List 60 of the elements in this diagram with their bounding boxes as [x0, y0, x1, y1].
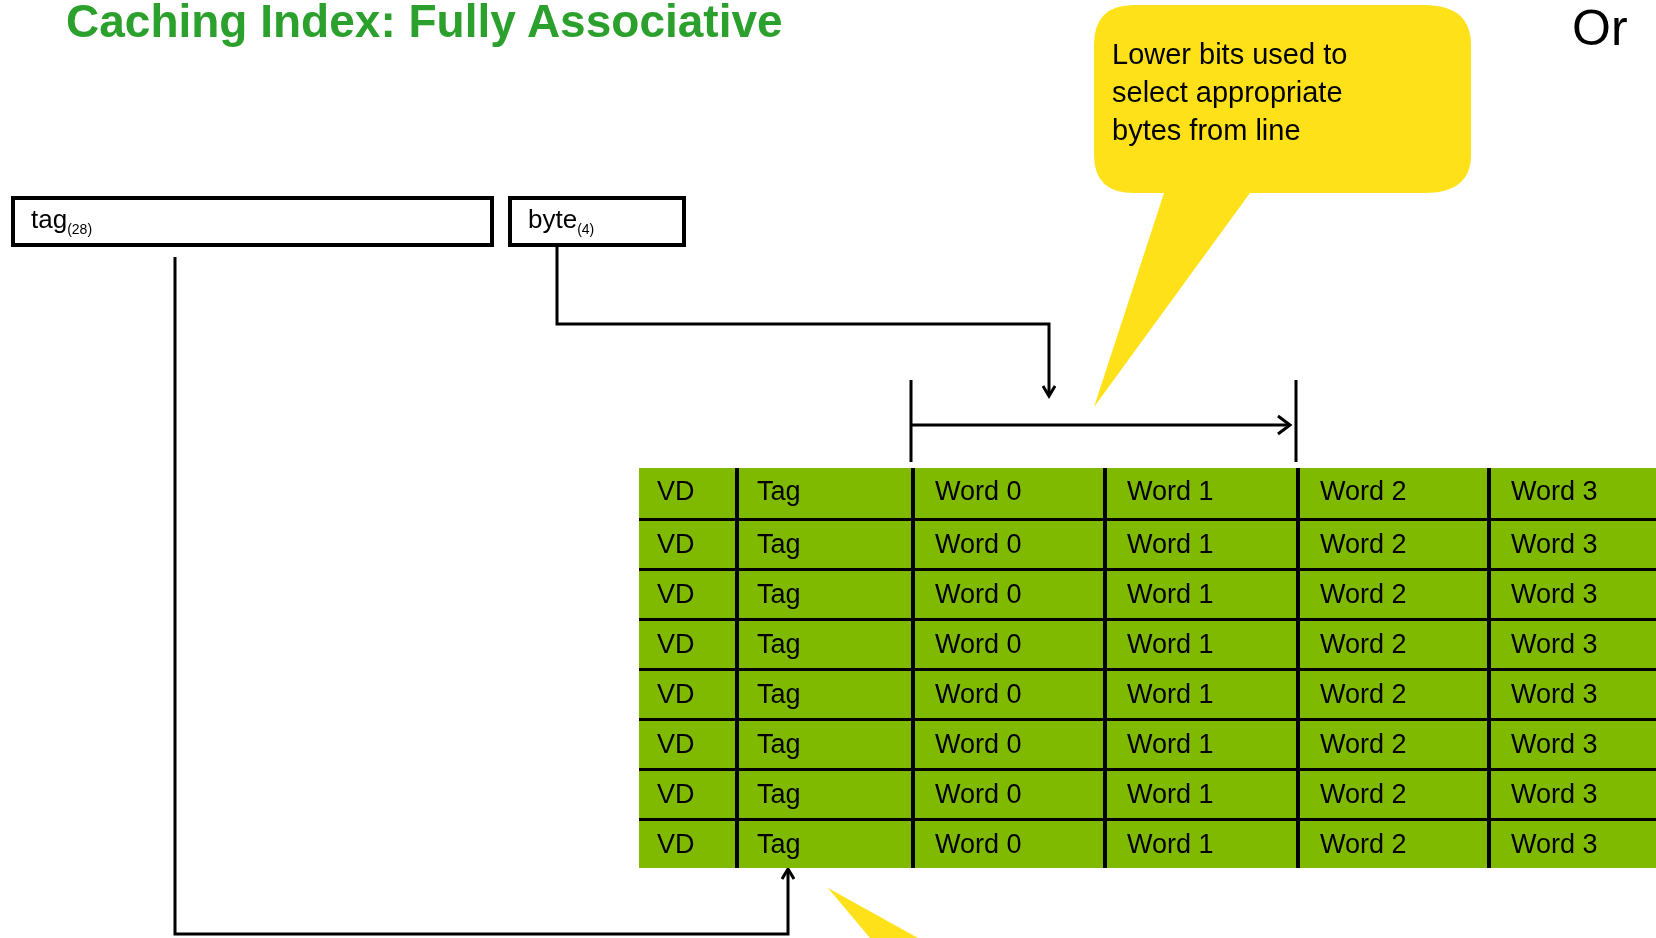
- table-cell: Word 3: [1487, 818, 1656, 868]
- table-cell: Word 2: [1296, 818, 1487, 868]
- slide-text: Or: [1572, 0, 1628, 56]
- table-cell: Word 2: [1296, 668, 1487, 718]
- table-cell: Word 2: [1296, 518, 1487, 568]
- table-cell: Tag: [735, 818, 911, 868]
- arrow: [555, 247, 1057, 398]
- table-cell: Tag: [735, 668, 911, 718]
- table-cell: VD: [639, 818, 735, 868]
- table-cell: Word 2: [1296, 468, 1487, 518]
- table-cell: Word 2: [1296, 718, 1487, 768]
- table-cell: Word 2: [1296, 618, 1487, 668]
- table-cell: VD: [639, 768, 735, 818]
- table-cell: Word 2: [1296, 568, 1487, 618]
- table-cell: VD: [639, 718, 735, 768]
- table-cell: VD: [639, 568, 735, 618]
- table-cell: Tag: [735, 568, 911, 618]
- table-cell: Word 3: [1487, 568, 1656, 618]
- table-cell: Tag: [735, 718, 911, 768]
- table-cell: Word 1: [1103, 718, 1296, 768]
- table-cell: Word 1: [1103, 518, 1296, 568]
- table-cell: Word 2: [1296, 768, 1487, 818]
- field-label: tag$_{(28)}$: [31, 204, 93, 238]
- table-cell: Word 3: [1487, 518, 1656, 568]
- table-cell-text: VD: [656, 475, 696, 508]
- field-box: [508, 196, 686, 247]
- table-cell: Tag: [735, 618, 911, 668]
- table-cell: Word 3: [1487, 468, 1656, 518]
- table-cell: VD: [639, 618, 735, 668]
- table-cell: Word 1: [1103, 768, 1296, 818]
- callout-text: Lower bits used to select appropriate bytes from line: [1112, 37, 1349, 148]
- cache-table: [639, 468, 1656, 868]
- speech-bubble-tail: [828, 888, 918, 938]
- table-cell: Tag: [735, 768, 911, 818]
- table-cell: Word 1: [1103, 618, 1296, 668]
- table-cell: Word 3: [1487, 718, 1656, 768]
- table-cell: Word 0: [911, 468, 1103, 518]
- table-cell: Word 1: [1103, 568, 1296, 618]
- table-cell: Word 1: [1103, 818, 1296, 868]
- table-cell: Word 0: [911, 818, 1103, 868]
- table-cell: Tag: [735, 468, 911, 518]
- table-cell: Word 1: [1103, 468, 1296, 518]
- table-cell: Word 0: [911, 518, 1103, 568]
- table-cell: Word 3: [1487, 618, 1656, 668]
- table-cell: VD: [639, 668, 735, 718]
- table-cell: Word 0: [911, 768, 1103, 818]
- table-cell: Word 1: [1103, 668, 1296, 718]
- table-cell: Word 0: [911, 568, 1103, 618]
- speech-bubble: [1094, 5, 1471, 407]
- slide-title: Caching Index: Fully Associative: [66, 0, 783, 48]
- arrow: [173, 257, 796, 936]
- table-cell: Word 0: [911, 668, 1103, 718]
- field-label: byte$_{(4)}$: [528, 204, 595, 238]
- table-cell: Word 3: [1487, 768, 1656, 818]
- table-cell: Tag: [735, 518, 911, 568]
- field-box: [11, 196, 494, 247]
- table-cell: Word 3: [1487, 668, 1656, 718]
- table-cell: Word 0: [911, 618, 1103, 668]
- table-cell: Word 0: [911, 718, 1103, 768]
- table-cell: VD: [639, 518, 735, 568]
